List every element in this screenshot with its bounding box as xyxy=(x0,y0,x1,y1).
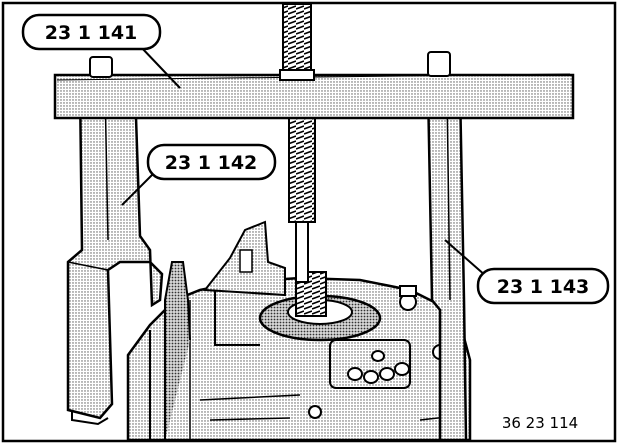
leader-line-left-leg xyxy=(121,171,156,206)
leader-line-bar xyxy=(139,45,181,89)
callout-right-leg: 23 1 143 xyxy=(476,267,610,305)
figure-reference-number: 36 23 114 xyxy=(502,414,578,432)
callout-label-left-leg: 23 1 142 xyxy=(165,152,258,174)
puller-crossbar xyxy=(53,51,575,120)
right-puller-leg xyxy=(426,86,468,442)
callout-bar: 23 1 141 xyxy=(21,13,162,51)
spindle xyxy=(282,3,316,283)
callout-left-leg: 23 1 142 xyxy=(146,143,277,181)
callout-label-right-leg: 23 1 143 xyxy=(497,276,590,298)
gearbox-housing xyxy=(126,220,472,442)
leader-line-right-leg xyxy=(444,239,487,277)
callout-label-bar: 23 1 141 xyxy=(45,22,138,44)
